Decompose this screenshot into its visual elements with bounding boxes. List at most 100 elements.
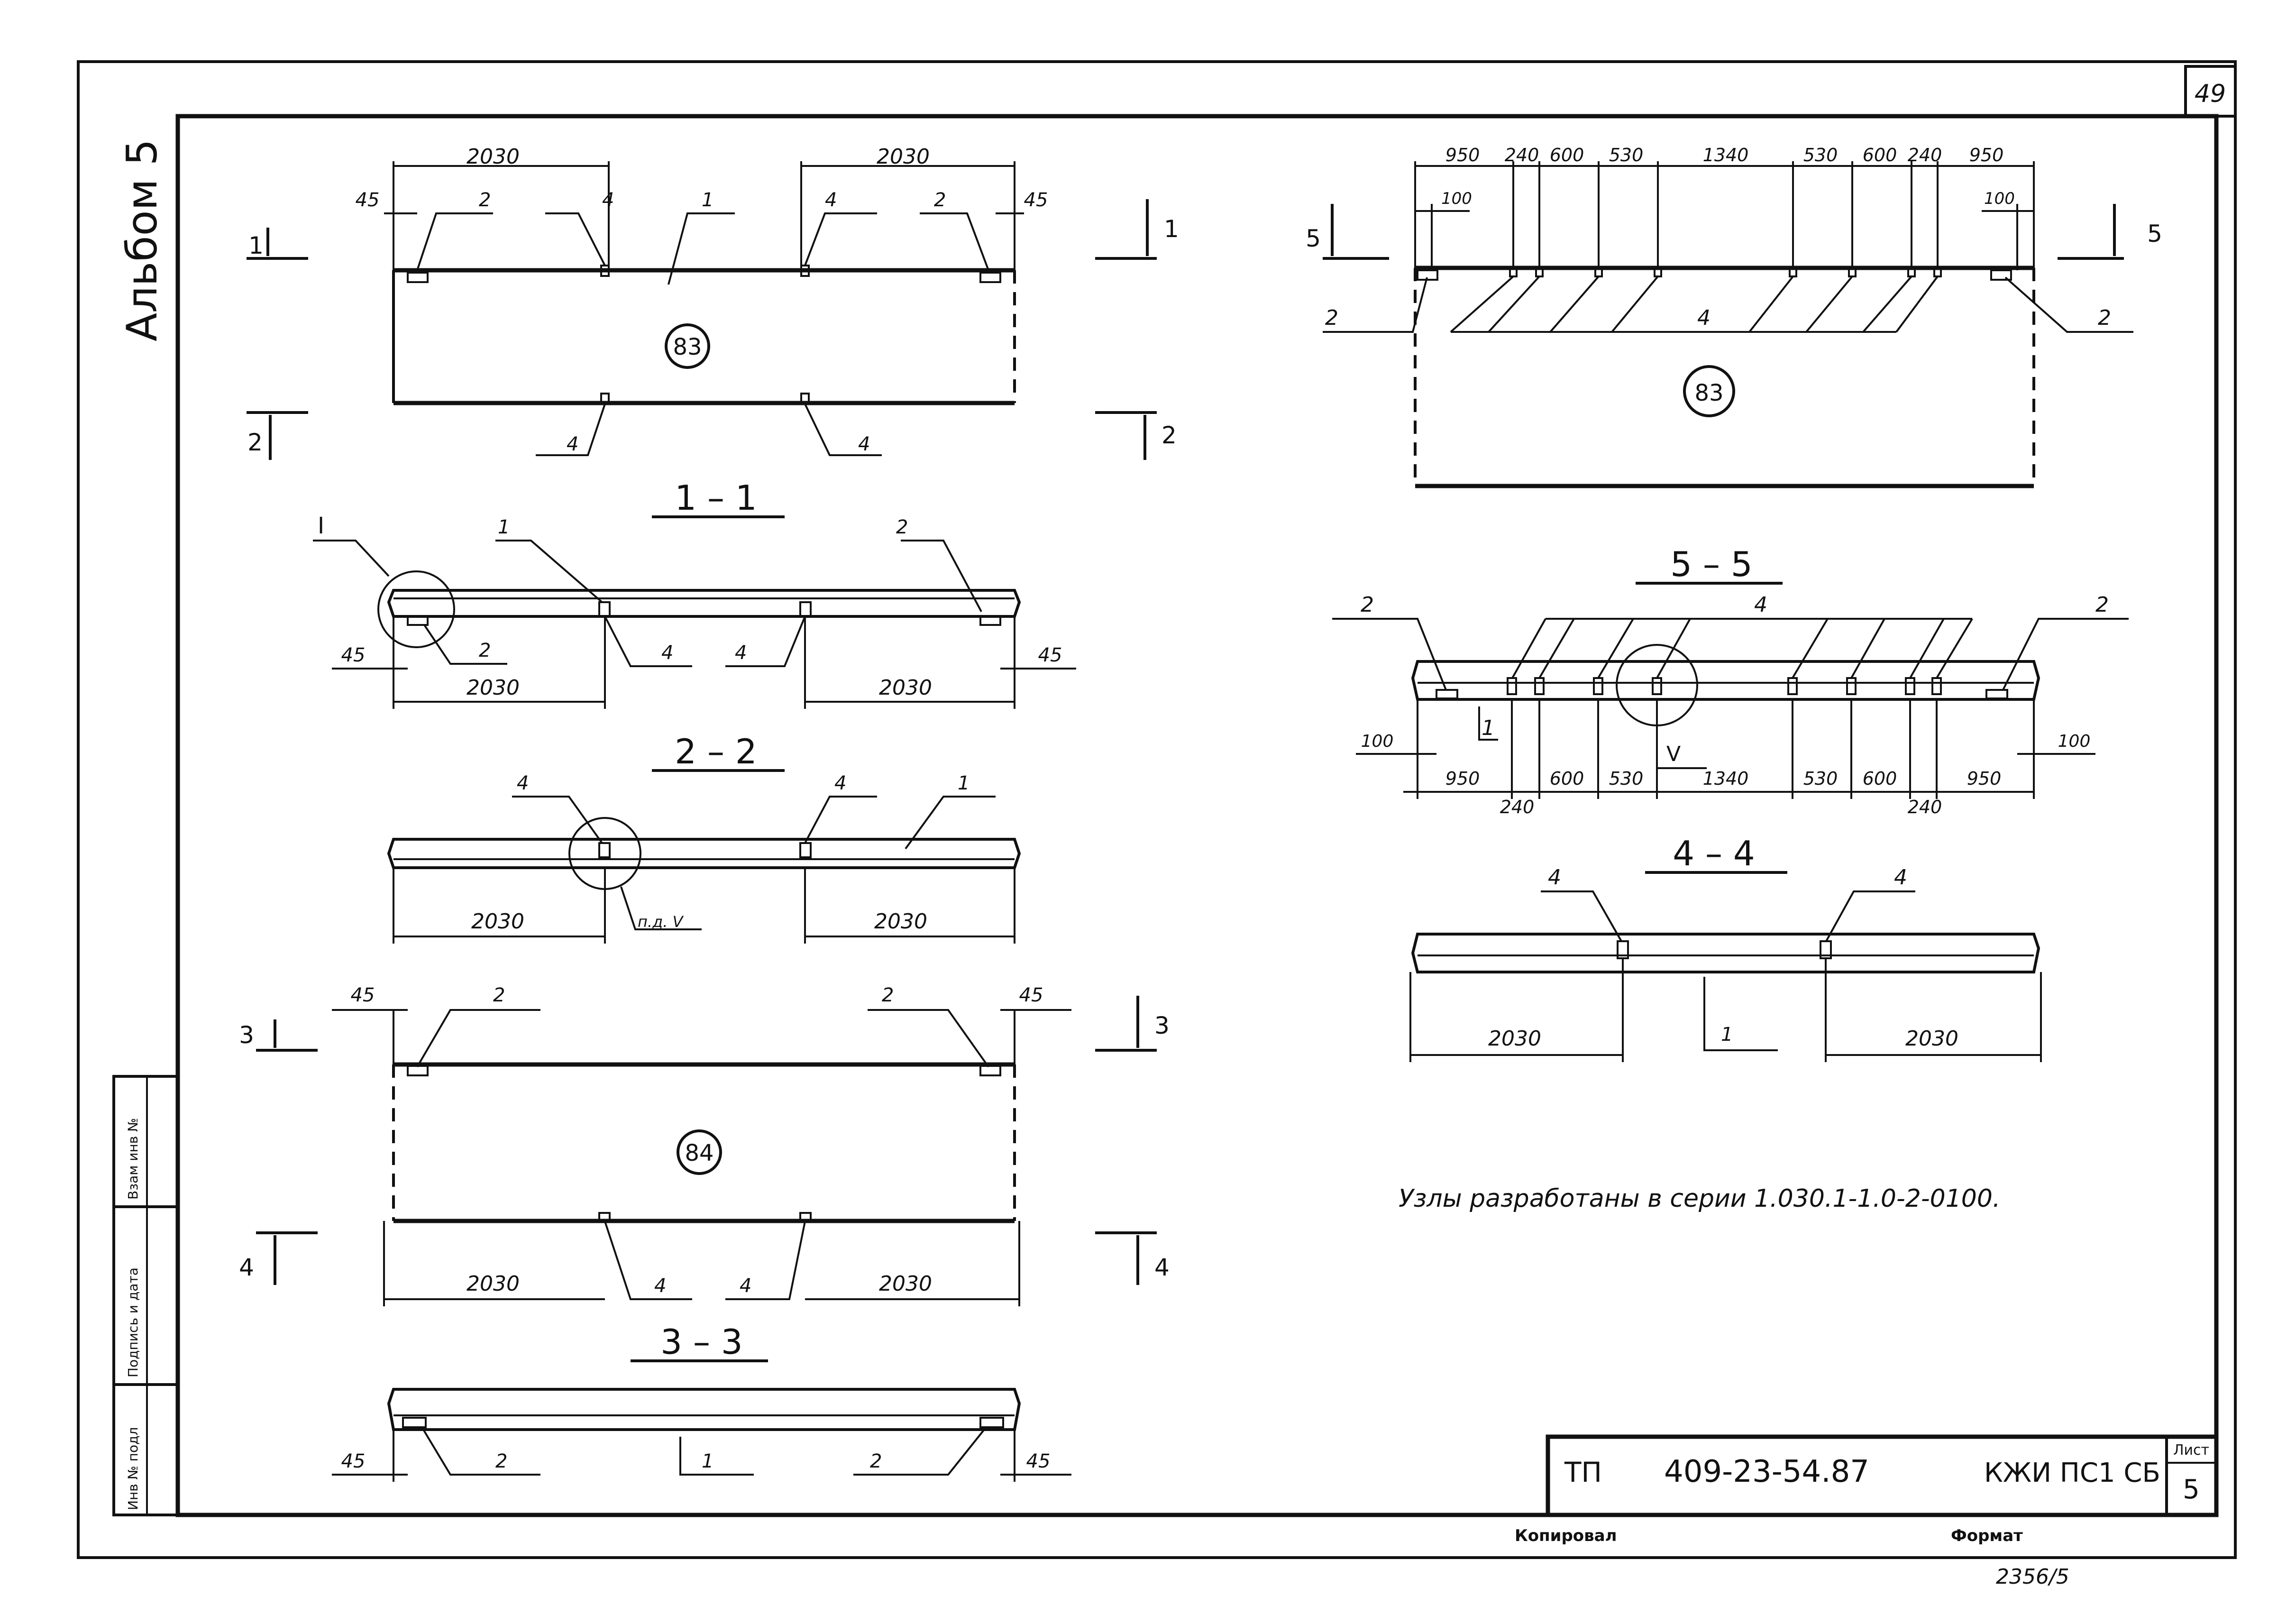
pos-2: 2 <box>896 516 908 538</box>
dim-2030: 2030 <box>877 145 930 169</box>
cut-4: 4 <box>1154 1254 1170 1281</box>
cut-1: 1 <box>1164 215 1179 243</box>
cut-5: 5 <box>1306 225 1321 252</box>
pos-4: 4 <box>602 189 614 211</box>
title-sheet-number: 5 <box>2183 1474 2200 1505</box>
drawing-note: Узлы разработаны в серии 1.030.1-1.0-2-0… <box>1399 1184 2000 1213</box>
dim-2030: 2030 <box>874 909 927 934</box>
dim-45: 45 <box>1026 1450 1051 1472</box>
pos-1: 1 <box>498 516 510 538</box>
pos-1: 1 <box>958 772 970 794</box>
section-2-2: 2 – 2 4 4 1 п.д. V 2030 2030 <box>387 732 1021 944</box>
archive-number: 2356/5 <box>1996 1565 2069 1589</box>
section-3-3-title: 3 – 3 <box>660 1322 742 1362</box>
title-block: ТП 409-23-54.87 КЖИ ПС1 СБ Лист 5 Копиро… <box>1515 1434 2219 1589</box>
pos-1: 1 <box>702 189 713 211</box>
cut-2: 2 <box>247 429 263 456</box>
dim-1340: 1340 <box>1703 768 1749 789</box>
dim-240: 240 <box>1505 145 1539 165</box>
dim-600: 600 <box>1863 768 1897 789</box>
dim-1340: 1340 <box>1703 145 1749 165</box>
dim-45: 45 <box>1024 189 1048 211</box>
side-stamp: Инв № подл Подпись и дата Взам инв № <box>112 1075 179 1516</box>
title-code: 409-23-54.87 <box>1664 1454 1869 1489</box>
pos-4: 4 <box>1754 593 1767 617</box>
title-mark: КЖИ ПС1 СБ <box>1984 1458 2160 1488</box>
panel-83-left-view: 83 2030 2030 45 45 2 4 1 4 2 4 4 1 1 <box>247 145 1179 460</box>
dim-2030: 2030 <box>879 1272 932 1296</box>
dim-45: 45 <box>351 984 375 1006</box>
pos-4: 4 <box>1697 306 1711 330</box>
dim-950: 950 <box>1969 145 2004 165</box>
node-reference: п.д. V <box>638 913 684 931</box>
section-3-3: 3 – 3 2 1 2 45 45 <box>332 1322 1071 1482</box>
pos-4: 4 <box>1548 865 1561 890</box>
dim-530: 530 <box>1803 768 1838 789</box>
dim-2030: 2030 <box>879 676 932 700</box>
pos-4: 4 <box>654 1275 666 1297</box>
dim-45: 45 <box>1038 644 1062 666</box>
pos-1: 1 <box>1482 716 1495 740</box>
dim-2030: 2030 <box>467 1272 520 1296</box>
dim-600: 600 <box>1863 145 1897 165</box>
node-I: I <box>318 513 324 539</box>
section-5-5-title: 5 – 5 <box>1670 544 1752 584</box>
album-label: Альбом 5 <box>118 139 166 341</box>
dim-45: 45 <box>1019 984 1043 1006</box>
dim-950: 950 <box>1967 768 2002 789</box>
pos-4: 4 <box>858 433 870 455</box>
pos-2: 2 <box>2098 306 2111 330</box>
outer-border <box>77 60 2237 1559</box>
dim-100: 100 <box>1361 732 1394 751</box>
panel-84-view: 84 45 45 2 2 4 4 2030 2030 3 3 4 4 <box>239 984 1170 1306</box>
node-V: V <box>1666 742 1681 766</box>
section-1-1: 1 – 1 I 1 2 2 4 4 2030 2030 45 45 <box>313 478 1076 709</box>
dim-600: 600 <box>1550 768 1584 789</box>
pos-4: 4 <box>1894 865 1907 890</box>
side-stamp-sign: Подпись и дата <box>125 1267 141 1377</box>
dim-530: 530 <box>1609 768 1644 789</box>
cut-5: 5 <box>2147 220 2162 248</box>
sheet-number-top: 49 <box>2195 80 2226 108</box>
dim-2030: 2030 <box>467 676 520 700</box>
cut-3: 3 <box>239 1021 254 1049</box>
dim-2030: 2030 <box>1488 1027 1541 1051</box>
dim-2030: 2030 <box>1905 1027 1958 1051</box>
title-sheet-label: Лист <box>2173 1442 2209 1459</box>
title-prefix: ТП <box>1564 1456 1602 1488</box>
dim-100: 100 <box>1984 189 2015 208</box>
dim-2030: 2030 <box>467 145 520 169</box>
pos-2: 2 <box>495 1450 507 1472</box>
dim-45: 45 <box>341 1450 366 1472</box>
panel-83-right-view: 4 83 950 240 600 530 1340 530 600 240 95… <box>1306 145 2162 488</box>
pos-2: 2 <box>1361 593 1374 617</box>
pos-4: 4 <box>735 642 747 664</box>
dim-950: 950 <box>1445 768 1480 789</box>
pos-2: 2 <box>882 984 894 1006</box>
dim-530: 530 <box>1803 145 1838 165</box>
pos-4: 4 <box>740 1275 751 1297</box>
pos-1: 1 <box>702 1450 713 1472</box>
dim-600: 600 <box>1550 145 1584 165</box>
dim-2030: 2030 <box>471 909 524 934</box>
dim-240: 240 <box>1500 797 1535 817</box>
copied-label: Копировал <box>1515 1526 1617 1545</box>
panel-83-left-marker <box>665 323 710 369</box>
pos-2: 2 <box>1325 306 1338 330</box>
section-4-4: 4 – 4 4 4 1 2030 2030 <box>1409 834 2042 1062</box>
pos-2: 2 <box>2095 593 2109 617</box>
cut-1: 1 <box>248 232 264 259</box>
cut-2: 2 <box>1162 422 1177 449</box>
pos-4: 4 <box>834 772 846 794</box>
sheet-number-box <box>2184 65 2237 118</box>
pos-2: 2 <box>934 189 946 211</box>
section-2-2-title: 2 – 2 <box>675 732 757 771</box>
panel-84-label: 84 <box>685 1140 713 1166</box>
node-I-marker <box>377 570 455 648</box>
side-stamp-box <box>112 1075 179 1516</box>
side-stamp-inv: Инв № подл <box>125 1427 141 1510</box>
pos-2: 2 <box>870 1450 882 1472</box>
dim-100: 100 <box>2058 732 2091 751</box>
pos-4: 4 <box>567 433 578 455</box>
